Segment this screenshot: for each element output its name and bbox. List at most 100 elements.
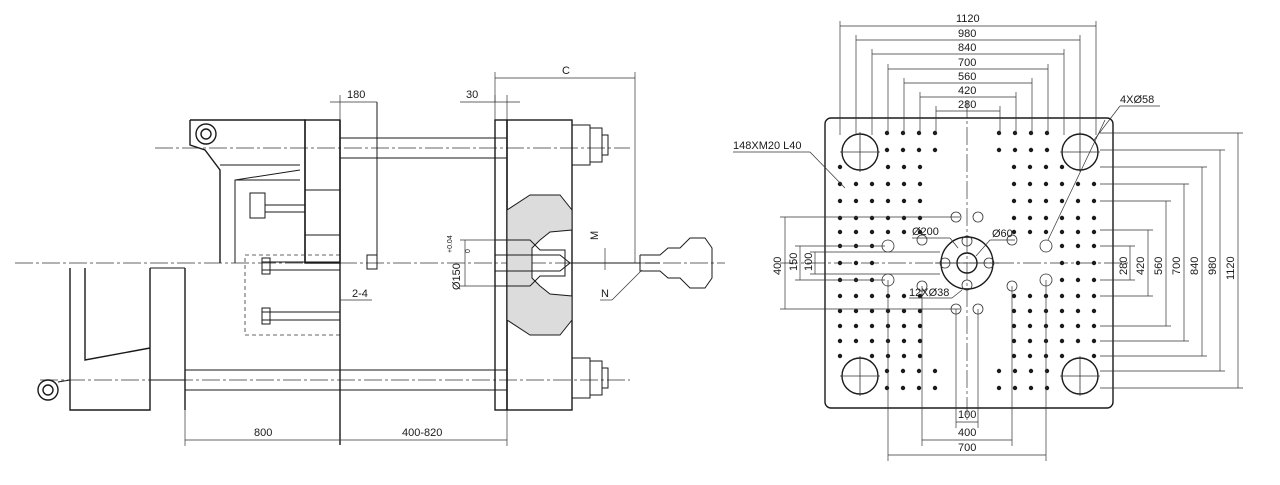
tapped-hole <box>1059 164 1065 170</box>
tapped-hole <box>1011 353 1017 359</box>
tapped-hole <box>1027 353 1033 359</box>
tapped-hole <box>1091 277 1097 283</box>
hdim-280: 280 <box>958 99 976 111</box>
tapped-hole <box>1027 323 1033 329</box>
tapped-hole <box>869 229 875 235</box>
tapped-hole <box>885 229 891 235</box>
tapped-hole <box>1028 368 1034 374</box>
vdim-560: 560 <box>1153 257 1165 275</box>
tie-bar-holes <box>840 132 1100 396</box>
tapped-hole <box>869 338 875 344</box>
tapped-hole <box>1043 229 1049 235</box>
tapped-hole <box>884 147 890 153</box>
tapped-hole <box>1075 198 1081 204</box>
callout-tie-bar-holes: 4XØ58 <box>1120 94 1154 106</box>
tapped-hole <box>901 308 907 314</box>
tapped-hole <box>853 293 859 299</box>
tapped-hole <box>1091 308 1097 314</box>
tapped-hole <box>1011 338 1017 344</box>
tapped-hole <box>1075 229 1081 235</box>
hdim-700: 700 <box>958 57 976 69</box>
tapped-hole <box>996 385 1002 391</box>
stroke-marker <box>366 254 378 270</box>
tapped-hole <box>869 293 875 299</box>
tapped-hole <box>900 147 906 153</box>
bdim-100: 100 <box>958 409 976 421</box>
tapped-hole <box>885 164 891 170</box>
tapped-hole <box>1027 293 1033 299</box>
tapped-hole <box>885 198 891 204</box>
tapped-hole <box>1075 243 1081 249</box>
tapped-hole <box>853 198 859 204</box>
dim-800: 800 <box>254 427 272 439</box>
tapped-hole <box>1059 243 1065 249</box>
tapped-hole <box>869 198 875 204</box>
tapped-hole <box>1011 198 1017 204</box>
tapped-hole <box>1091 323 1097 329</box>
tapped-hole <box>901 181 907 187</box>
tapped-hole <box>1091 215 1097 221</box>
tapped-hole <box>1027 198 1033 204</box>
bdim-700: 700 <box>958 442 976 454</box>
tapped-hole <box>1075 323 1081 329</box>
platen-view: 1120 980 840 700 560 420 280 280 420 560… <box>733 13 1237 461</box>
tapped-hole <box>885 181 891 187</box>
tapped-hole <box>1075 277 1081 283</box>
tie-bars <box>185 137 507 391</box>
dim-2-4: 2-4 <box>352 288 368 300</box>
dim-180: 180 <box>347 89 365 101</box>
tapped-hole <box>837 353 843 359</box>
tapped-hole <box>1091 229 1097 235</box>
dim-30: 30 <box>466 89 478 101</box>
tapped-hole <box>1075 293 1081 299</box>
tapped-hole <box>837 338 843 344</box>
tapped-hole <box>996 368 1002 374</box>
tapped-hole <box>853 181 859 187</box>
tapped-hole <box>1028 147 1034 153</box>
tapped-hole <box>1059 215 1065 221</box>
tapped-hole <box>837 308 843 314</box>
hdim-560: 560 <box>958 71 976 83</box>
ldim-100: 100 <box>803 253 815 271</box>
callout-tapped-holes: 148XM20 L40 <box>733 140 802 152</box>
tapped-hole <box>1044 130 1050 136</box>
platen-left-dimensions: 400 150 100 <box>772 216 960 310</box>
tapped-hole <box>901 353 907 359</box>
tapped-hole <box>869 353 875 359</box>
hdim-1120: 1120 <box>956 13 980 25</box>
tapped-hole <box>1011 215 1017 221</box>
tapped-hole <box>869 260 875 266</box>
tapped-hole <box>869 181 875 187</box>
tapped-hole <box>932 147 938 153</box>
tapped-hole <box>1075 260 1081 266</box>
tapped-hole <box>932 130 938 136</box>
dim-400-820: 400-820 <box>402 427 442 439</box>
tapped-hole <box>917 308 923 314</box>
tapped-hole <box>1027 164 1033 170</box>
side-view: 180 30 C M N 2-4 Ø150 +0. <box>15 65 725 446</box>
tapped-hole <box>1059 260 1065 266</box>
tapped-hole <box>932 385 938 391</box>
tapped-hole <box>996 130 1002 136</box>
tapped-hole <box>1011 293 1017 299</box>
tapped-hole <box>1043 198 1049 204</box>
tapped-hole <box>1028 385 1034 391</box>
tapped-hole <box>837 215 843 221</box>
tapped-hole <box>1091 293 1097 299</box>
platen-horizontal-dimensions: 1120 980 840 700 560 420 280 <box>839 13 1097 135</box>
hdim-840: 840 <box>958 42 976 54</box>
tapped-hole <box>1043 215 1049 221</box>
tapped-hole <box>916 130 922 136</box>
vdim-980: 980 <box>1207 257 1219 275</box>
tapped-hole <box>837 323 843 329</box>
tapped-hole <box>1043 181 1049 187</box>
tapped-hole <box>917 215 923 221</box>
vertical-dim-lines <box>1100 132 1243 389</box>
dim-tolerance-upper: +0.04 <box>447 235 454 253</box>
tapped-hole <box>1044 147 1050 153</box>
tapped-hole <box>1011 323 1017 329</box>
tapped-hole <box>1091 181 1097 187</box>
tapped-hole <box>1012 147 1018 153</box>
hdim-980: 980 <box>958 28 976 40</box>
tapped-hole <box>1011 181 1017 187</box>
